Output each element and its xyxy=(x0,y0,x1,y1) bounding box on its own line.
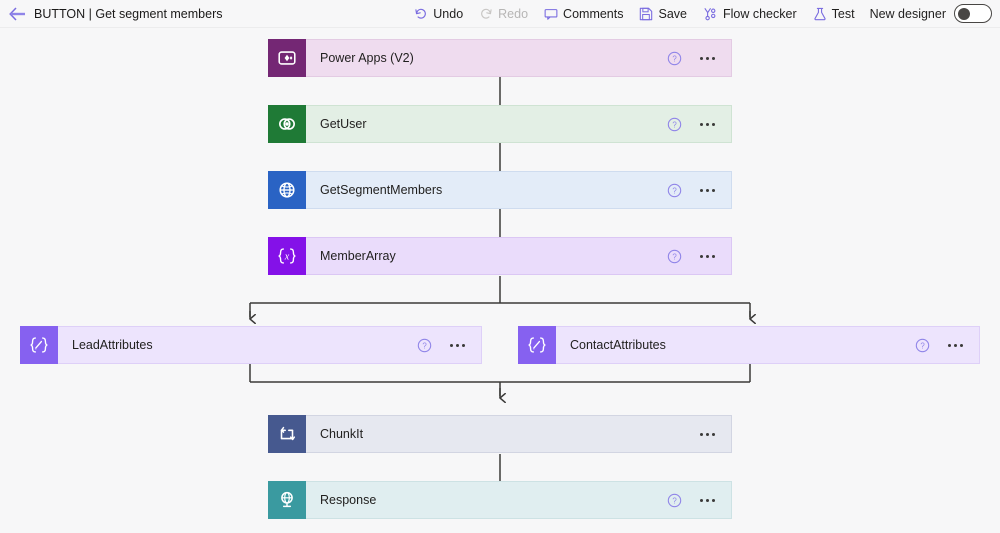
svg-text:?: ? xyxy=(672,54,677,63)
flow-checker-icon xyxy=(703,7,718,21)
help-icon[interactable]: ? xyxy=(915,338,930,353)
flow-title: BUTTON | Get segment members xyxy=(34,6,223,21)
flow-node-label: Power Apps (V2) xyxy=(320,51,414,65)
flow-node-actions: ? xyxy=(667,183,731,198)
redo-label: Redo xyxy=(498,6,529,21)
flow-checker-button[interactable]: Flow checker xyxy=(696,2,804,26)
flow-node-actions: ? xyxy=(667,117,731,132)
flow-node-member-array[interactable]: x MemberArray ? xyxy=(268,237,732,275)
flow-node-label: GetSegmentMembers xyxy=(320,183,443,197)
help-icon[interactable]: ? xyxy=(667,249,682,264)
redo-button[interactable]: Redo xyxy=(472,2,535,26)
flow-node-lead-attributes[interactable]: LeadAttributes ? xyxy=(20,326,482,364)
flow-node-label: LeadAttributes xyxy=(72,338,153,352)
flow-node-label: Response xyxy=(320,493,377,507)
undo-button[interactable]: Undo xyxy=(407,2,470,26)
svg-text:?: ? xyxy=(672,186,677,195)
flow-node-get-segment-members[interactable]: GetSegmentMembers ? xyxy=(268,171,732,209)
new-designer-toggle-group: New designer xyxy=(864,4,992,23)
flow-node-chunk-it[interactable]: ChunkIt xyxy=(268,415,732,453)
overflow-menu-icon[interactable] xyxy=(698,431,717,438)
flow-node-label: MemberArray xyxy=(320,249,396,263)
do-until-loop-icon xyxy=(268,415,306,453)
flow-node-response[interactable]: Response ? xyxy=(268,481,732,519)
redo-icon xyxy=(479,7,493,21)
new-designer-toggle[interactable] xyxy=(954,4,992,23)
flow-node-actions: ? xyxy=(667,51,731,66)
test-button[interactable]: Test xyxy=(806,2,862,26)
save-button[interactable]: Save xyxy=(632,2,694,26)
overflow-menu-icon[interactable] xyxy=(946,342,965,349)
back-button[interactable] xyxy=(0,0,34,28)
overflow-menu-icon[interactable] xyxy=(698,187,717,194)
flow-connectors xyxy=(249,77,1000,533)
overflow-menu-icon[interactable] xyxy=(698,121,717,128)
flow-node-actions: ? xyxy=(667,493,731,508)
flow-node-actions xyxy=(698,431,731,438)
flow-node-actions: ? xyxy=(667,249,731,264)
flow-canvas: Power Apps (V2) ? GetUser xyxy=(0,28,1000,533)
svg-text:?: ? xyxy=(672,252,677,261)
variable-braces-icon: x xyxy=(268,237,306,275)
flow-checker-label: Flow checker xyxy=(722,6,797,21)
compose-icon xyxy=(20,326,58,364)
flow-node-actions: ? xyxy=(915,338,979,353)
comments-label: Comments xyxy=(563,6,624,21)
help-icon[interactable]: ? xyxy=(417,338,432,353)
flow-node-trigger[interactable]: Power Apps (V2) ? xyxy=(268,39,732,77)
flow-node-contact-attributes[interactable]: ContactAttributes ? xyxy=(518,326,980,364)
help-icon[interactable]: ? xyxy=(667,51,682,66)
flow-node-get-user[interactable]: GetUser ? xyxy=(268,105,732,143)
undo-label: Undo xyxy=(433,6,464,21)
svg-text:?: ? xyxy=(672,496,677,505)
flow-node-actions: ? xyxy=(417,338,481,353)
overflow-menu-icon[interactable] xyxy=(698,497,717,504)
new-designer-label: New designer xyxy=(869,6,946,21)
command-bar-actions: Undo Redo Comments xyxy=(407,2,1000,26)
svg-text:?: ? xyxy=(920,341,925,350)
power-apps-icon xyxy=(268,39,306,77)
dataverse-icon xyxy=(268,105,306,143)
svg-text:x: x xyxy=(284,252,290,263)
help-icon[interactable]: ? xyxy=(667,183,682,198)
comment-icon xyxy=(544,7,558,21)
flow-node-label: ContactAttributes xyxy=(570,338,666,352)
help-icon[interactable]: ? xyxy=(667,117,682,132)
test-label: Test xyxy=(831,6,855,21)
command-bar: BUTTON | Get segment members Undo Redo xyxy=(0,0,1000,28)
svg-text:?: ? xyxy=(672,120,677,129)
arrow-left-icon xyxy=(8,6,25,21)
overflow-menu-icon[interactable] xyxy=(698,253,717,260)
flow-node-label: ChunkIt xyxy=(320,427,364,441)
help-icon[interactable]: ? xyxy=(667,493,682,508)
undo-icon xyxy=(414,7,428,21)
flow-node-label: GetUser xyxy=(320,117,367,131)
save-icon xyxy=(639,7,653,21)
compose-icon xyxy=(518,326,556,364)
http-globe-icon xyxy=(268,171,306,209)
save-label: Save xyxy=(658,6,687,21)
overflow-menu-icon[interactable] xyxy=(698,55,717,62)
comments-button[interactable]: Comments xyxy=(537,2,630,26)
flask-icon xyxy=(813,7,827,21)
toggle-knob xyxy=(958,7,970,20)
svg-text:?: ? xyxy=(422,341,427,350)
overflow-menu-icon[interactable] xyxy=(448,342,467,349)
response-globe-icon xyxy=(268,481,306,519)
